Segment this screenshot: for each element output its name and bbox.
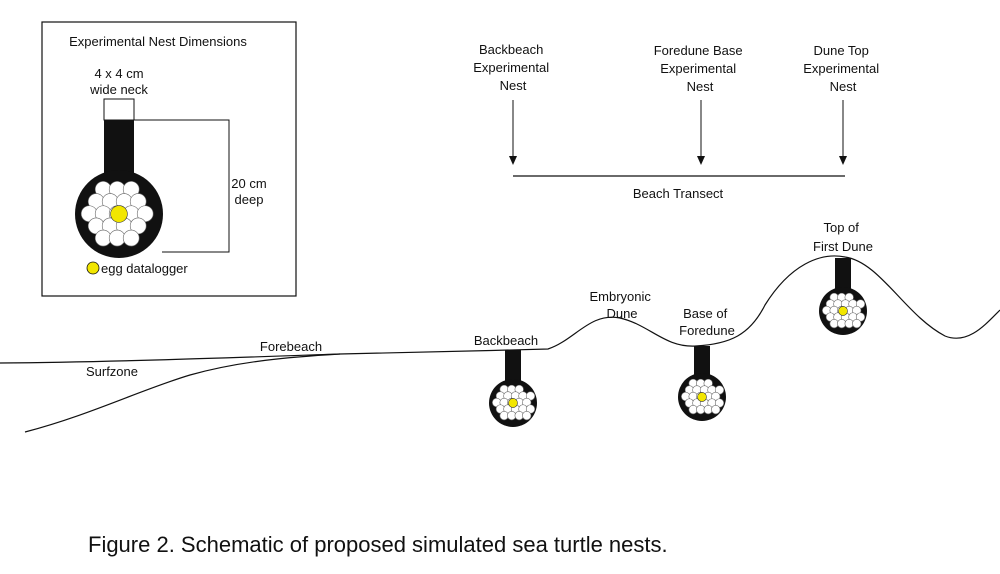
transect-point-1-label: Backbeach Experimental Nest xyxy=(473,42,553,93)
inset-frame xyxy=(41,21,297,297)
transect-point-3-line-1: Dune Top xyxy=(813,43,868,58)
embryonic-dune-line-1: Embryonic xyxy=(589,289,651,304)
egg-datalogger xyxy=(508,398,518,408)
depth-label-2: deep xyxy=(235,192,264,207)
egg-datalogger xyxy=(697,392,707,402)
surface-profile-line xyxy=(0,255,1000,364)
dune-top-line-1: Top of xyxy=(823,220,859,235)
seafloor-line xyxy=(24,353,341,433)
egg-datalogger xyxy=(110,205,128,223)
egg xyxy=(122,229,140,247)
neck-size-label: 4 x 4 cm xyxy=(94,66,143,81)
datalogger-legend-swatch xyxy=(86,261,100,275)
transect-point-3-line-3: Nest xyxy=(830,79,857,94)
transect-point-2-label: Foredune Base Experimental Nest xyxy=(654,43,747,94)
depth-label: 20 cm xyxy=(231,176,266,191)
surfzone-label: Surfzone xyxy=(86,364,138,379)
transect-point-2-line-3: Nest xyxy=(687,79,714,94)
egg-datalogger xyxy=(838,306,848,316)
nest-neck xyxy=(505,350,521,389)
neck-opening xyxy=(103,98,135,121)
transect-point-1-line-2: Experimental xyxy=(473,60,549,75)
depth-bracket xyxy=(134,119,230,253)
egg xyxy=(522,411,532,421)
foredune-base-line-1: Base of xyxy=(683,306,727,321)
datalogger-legend-label: egg datalogger xyxy=(101,261,188,276)
nest-dune-top xyxy=(819,258,867,335)
forebeach-label: Forebeach xyxy=(260,339,322,354)
transect-point-3-label: Dune Top Experimental Nest xyxy=(803,43,883,94)
egg xyxy=(711,405,721,415)
nest-neck xyxy=(835,258,851,297)
transect-point-2-line-1: Foredune Base xyxy=(654,43,743,58)
egg xyxy=(94,229,112,247)
transect-arrow-1 xyxy=(509,100,517,165)
beach-profile: Surfzone Forebeach Backbeach Embryonic D… xyxy=(0,220,1000,433)
beach-transect: Backbeach Experimental Nest Foredune Bas… xyxy=(473,42,883,201)
figure-caption: Figure 2. Schematic of proposed simulate… xyxy=(88,532,668,557)
embryonic-dune-label: Embryonic Dune xyxy=(589,289,654,321)
nest-backbeach xyxy=(489,350,537,427)
transect-point-2-line-2: Experimental xyxy=(660,61,736,76)
transect-arrow-3 xyxy=(839,100,847,165)
egg xyxy=(108,229,126,247)
transect-arrow-2 xyxy=(697,100,705,165)
dune-top-label: Top of First Dune xyxy=(813,220,873,254)
large-nest xyxy=(75,120,163,258)
nest-dimensions-inset: Experimental Nest Dimensions 4 x 4 cm wi… xyxy=(41,21,297,297)
backbeach-label: Backbeach xyxy=(474,333,538,348)
nest-foredune-base xyxy=(678,346,726,421)
transect-point-1-line-3: Nest xyxy=(500,78,527,93)
transect-label: Beach Transect xyxy=(633,186,724,201)
neck-size-label-2: wide neck xyxy=(89,82,148,97)
transect-point-1-line-1: Backbeach xyxy=(479,42,543,57)
transect-point-3-line-2: Experimental xyxy=(803,61,879,76)
dune-top-line-2: First Dune xyxy=(813,239,873,254)
foredune-base-line-2: Foredune xyxy=(679,323,735,338)
embryonic-dune-line-2: Dune xyxy=(606,306,637,321)
inset-title: Experimental Nest Dimensions xyxy=(69,34,247,49)
foredune-base-label: Base of Foredune xyxy=(679,306,735,338)
egg xyxy=(852,319,862,329)
